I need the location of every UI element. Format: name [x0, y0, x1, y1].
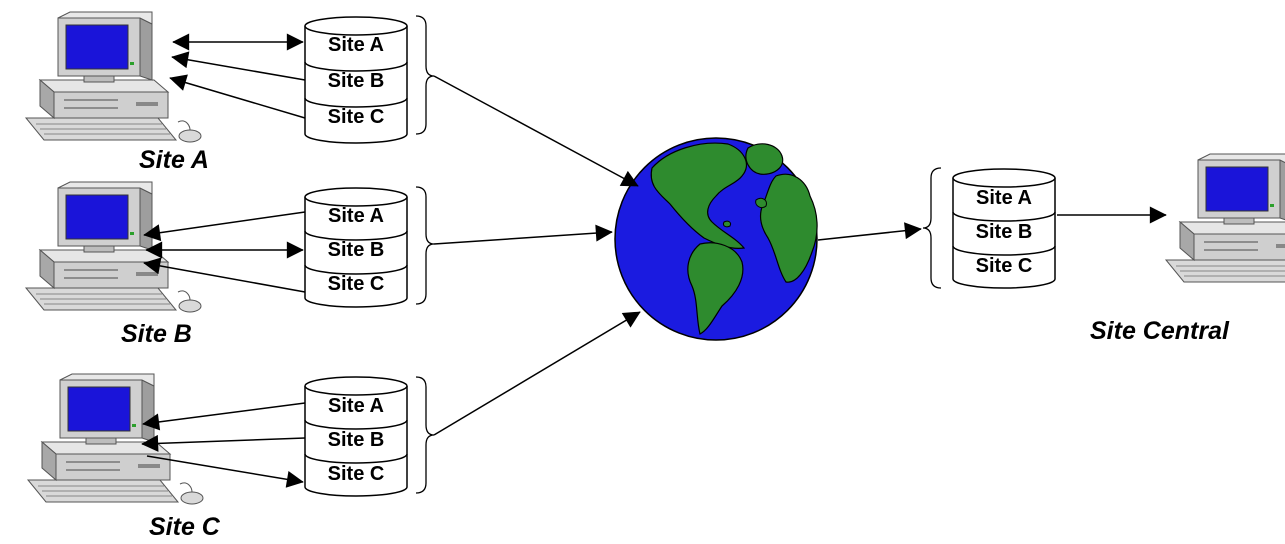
globe-icon	[614, 137, 818, 341]
central-computer-icon	[1165, 153, 1285, 285]
site-b-computer-icon	[25, 181, 202, 313]
db-segment-label: Site C	[976, 255, 1033, 277]
db-site-c-to-site-b-arrow	[143, 257, 306, 293]
db-segment-label: Site C	[328, 273, 385, 295]
db-site-a-to-site-c-arrow	[142, 402, 306, 431]
db-segment-label: Site B	[976, 221, 1033, 243]
site-a-label: Site A	[139, 146, 209, 174]
site-a-to-globe-arrow	[433, 75, 639, 187]
db-segment-label: Site C	[328, 463, 385, 485]
site-c-computer-icon	[27, 373, 204, 505]
db-site-c-to-site-a-arrow	[169, 74, 306, 119]
db-segment-label: Site A	[328, 205, 384, 227]
site-c-label: Site C	[149, 513, 220, 541]
site-b-brace	[415, 186, 435, 305]
site-b-database-icon: Site A Site B Site C	[304, 187, 408, 308]
site-c-brace	[415, 376, 435, 494]
db-segment-label: Site B	[328, 239, 385, 261]
db-segment-label: Site B	[328, 429, 385, 451]
central-brace	[922, 167, 942, 289]
db-segment-label: Site A	[328, 395, 384, 417]
site-c-to-db-arrow	[146, 455, 304, 488]
site-b-to-globe-arrow	[433, 224, 613, 245]
db-site-a-to-site-b-arrow	[143, 211, 306, 242]
site-c-database-icon: Site A Site B Site C	[304, 376, 408, 497]
db-segment-label: Site A	[328, 34, 384, 56]
db-site-b-to-site-a-arrow	[171, 51, 306, 81]
db-segment-label: Site B	[328, 70, 385, 92]
central-database-icon: Site A Site B Site C	[952, 168, 1056, 289]
site-b-label: Site B	[121, 320, 192, 348]
db-site-b-to-site-c-arrow	[141, 434, 306, 452]
site-c-to-globe-arrow	[433, 311, 641, 436]
db-segment-label: Site C	[328, 106, 385, 128]
db-segment-label: Site A	[976, 187, 1032, 209]
globe-to-central-arrow	[817, 222, 922, 241]
site-central-label: Site Central	[1090, 317, 1229, 345]
site-a-database-icon: Site A Site B Site C	[304, 16, 408, 144]
site-a-computer-icon	[25, 11, 202, 143]
site-a-brace	[415, 15, 435, 135]
